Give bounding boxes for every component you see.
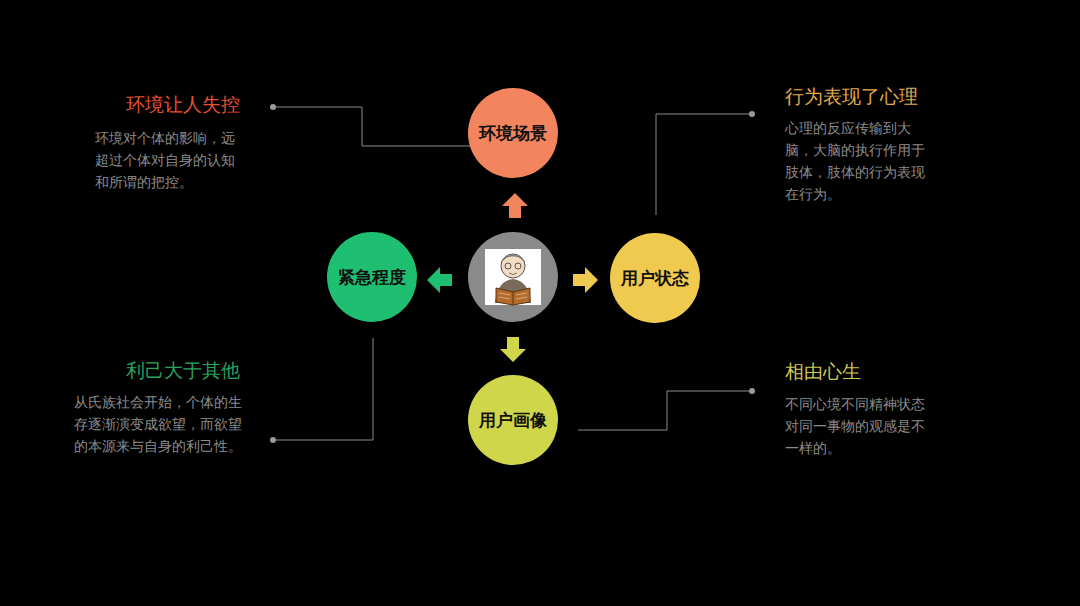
callout-title: 利己大于其他 <box>60 358 240 384</box>
block-arrow <box>427 267 452 293</box>
callout-body: 不同心境不同精神状态对同一事物的观感是不一样的。 <box>785 393 933 459</box>
callout-body: 环境对个体的影响，远超过个体对自身的认知和所谓的把控。 <box>95 127 243 193</box>
node-label: 紧急程度 <box>338 266 406 289</box>
leader-dot <box>749 111 755 117</box>
reader-illustration <box>468 232 558 322</box>
leader-line <box>656 114 752 215</box>
topic-circle: 环境场景 <box>468 88 558 178</box>
leader-line <box>578 391 752 430</box>
topic-circle: 用户状态 <box>610 233 700 323</box>
topic-circle: 紧急程度 <box>327 232 417 322</box>
node-label: 用户状态 <box>621 267 689 290</box>
leader-line <box>273 107 470 146</box>
leader-dot <box>270 104 276 110</box>
leader-dot <box>270 437 276 443</box>
callout-body: 从氏族社会开始，个体的生存逐渐演变成欲望，而欲望的本源来与自身的利己性。 <box>70 391 242 457</box>
block-arrow <box>502 193 528 218</box>
block-arrow <box>573 267 598 293</box>
callout-body: 心理的反应传输到大脑，大脑的执行作用于肢体，肢体的行为表现在行为。 <box>785 117 933 205</box>
leader-line <box>273 338 373 440</box>
block-arrow <box>500 337 526 362</box>
leader-dot <box>749 388 755 394</box>
callout-title: 行为表现了心理 <box>785 84 1005 110</box>
callout-title: 环境让人失控 <box>60 92 240 118</box>
node-label: 用户画像 <box>479 409 547 432</box>
callout-title: 相由心生 <box>785 359 985 385</box>
topic-circle: 用户画像 <box>468 375 558 465</box>
node-label: 环境场景 <box>479 122 547 145</box>
